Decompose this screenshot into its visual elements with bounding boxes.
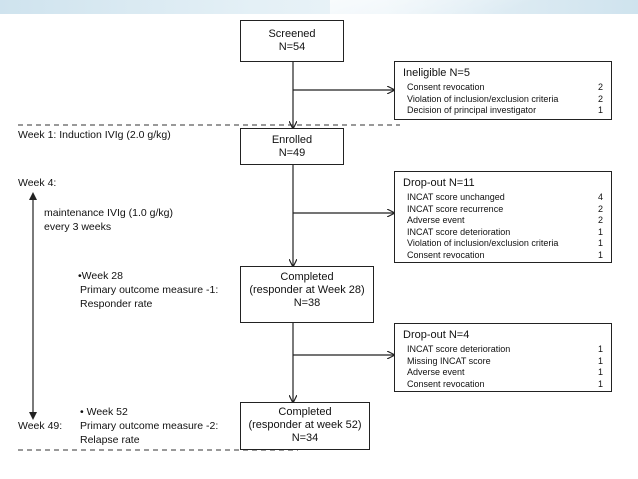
completed-week28-subtitle: (responder at Week 28) xyxy=(249,284,365,296)
list-item: INCAT score recurrence 2 xyxy=(403,204,603,216)
week49-label: Week 49: xyxy=(18,420,63,432)
enrolled-count: N=49 xyxy=(278,147,306,159)
row-label: Decision of principal investigator xyxy=(407,105,537,115)
row-count: 2 xyxy=(597,215,603,225)
list-item: Consent revocation 2 xyxy=(403,82,603,94)
dropout-11-title: Drop-out N=11 xyxy=(403,177,475,189)
primary-outcome-1-label: Primary outcome measure -1: xyxy=(80,284,219,296)
week52-label: • Week 52 xyxy=(80,406,128,418)
list-item: Violation of inclusion/exclusion criteri… xyxy=(403,94,603,106)
row-label: Consent revocation xyxy=(407,82,485,92)
row-count: 1 xyxy=(597,249,603,260)
enrolled-title: Enrolled xyxy=(271,134,313,146)
row-label: INCAT score recurrence xyxy=(407,203,504,214)
list-item: INCAT score deterioration 1 xyxy=(403,227,603,239)
completed-week28-title: Completed xyxy=(280,271,334,283)
dropout-11-box: Drop-out N=11 INCAT score unchanged 4 INC… xyxy=(394,171,612,263)
row-count: 1 xyxy=(597,367,603,377)
list-item: Consent revocation 1 xyxy=(403,379,603,391)
list-item: INCAT score unchanged 4 xyxy=(403,192,603,204)
completed-week52-title: Completed xyxy=(278,406,332,418)
row-label: Missing INCAT score xyxy=(407,355,491,366)
completed-week52-box: Completed (responder at week 52) N=34 xyxy=(240,402,370,450)
row-count: 1 xyxy=(597,226,603,237)
list-item: Decision of principal investigator 1 xyxy=(403,105,603,117)
row-label: INCAT score deterioration xyxy=(407,226,511,237)
row-count: 4 xyxy=(597,192,603,202)
row-count: 1 xyxy=(597,378,603,389)
ineligible-box: Ineligible N=5 Consent revocation 2 Viola… xyxy=(394,61,612,120)
row-count: 2 xyxy=(597,93,603,104)
row-label: INCAT score deterioration xyxy=(407,344,511,354)
row-count: 2 xyxy=(597,82,603,92)
ineligible-title: Ineligible N=5 xyxy=(403,67,470,79)
week4-label: Week 4: xyxy=(18,177,57,189)
header-band xyxy=(0,0,638,14)
row-label: Adverse event xyxy=(407,367,465,377)
screened-box: Screened N=54 xyxy=(240,20,344,62)
row-count: 1 xyxy=(597,344,603,354)
maintenance-label: maintenance IVIg (1.0 g/kg) xyxy=(44,207,173,219)
primary-outcome-2-label: Primary outcome measure -2: xyxy=(80,420,219,432)
row-label: Consent revocation xyxy=(407,249,485,260)
week28-label: •Week 28 xyxy=(78,270,123,282)
row-label: Consent revocation xyxy=(407,378,485,389)
week1-label: Week 1: Induction IVIg (2.0 g/kg) xyxy=(18,129,171,141)
responder-rate-label: Responder rate xyxy=(80,298,153,310)
row-count: 2 xyxy=(597,203,603,214)
relapse-rate-label: Relapse rate xyxy=(80,434,140,446)
row-label: Violation of inclusion/exclusion criteri… xyxy=(407,93,559,104)
list-item: Violation of inclusion/exclusion criteri… xyxy=(403,238,603,250)
completed-week52-count: N=34 xyxy=(291,432,319,444)
list-item: Consent revocation 1 xyxy=(403,250,603,262)
list-item: Adverse event 2 xyxy=(403,215,603,227)
list-item: Missing INCAT score 1 xyxy=(403,356,603,368)
maintenance-frequency-label: every 3 weeks xyxy=(44,221,112,233)
list-item: Adverse event 1 xyxy=(403,367,603,379)
dropout-4-title: Drop-out N=4 xyxy=(403,329,470,341)
row-count: 1 xyxy=(597,105,603,115)
list-item: INCAT score deterioration 1 xyxy=(403,344,603,356)
enrolled-box: Enrolled N=49 xyxy=(240,128,344,165)
row-count: 1 xyxy=(597,355,603,366)
screened-count: N=54 xyxy=(278,41,306,53)
row-count: 1 xyxy=(597,238,603,248)
completed-week28-box: Completed (responder at Week 28) N=38 xyxy=(240,266,374,323)
row-label: Adverse event xyxy=(407,215,465,225)
row-label: INCAT score unchanged xyxy=(407,192,505,202)
screened-title: Screened xyxy=(268,28,316,40)
row-label: Violation of inclusion/exclusion criteri… xyxy=(407,238,559,248)
completed-week52-subtitle: (responder at week 52) xyxy=(248,419,362,431)
completed-week28-count: N=38 xyxy=(293,297,321,309)
